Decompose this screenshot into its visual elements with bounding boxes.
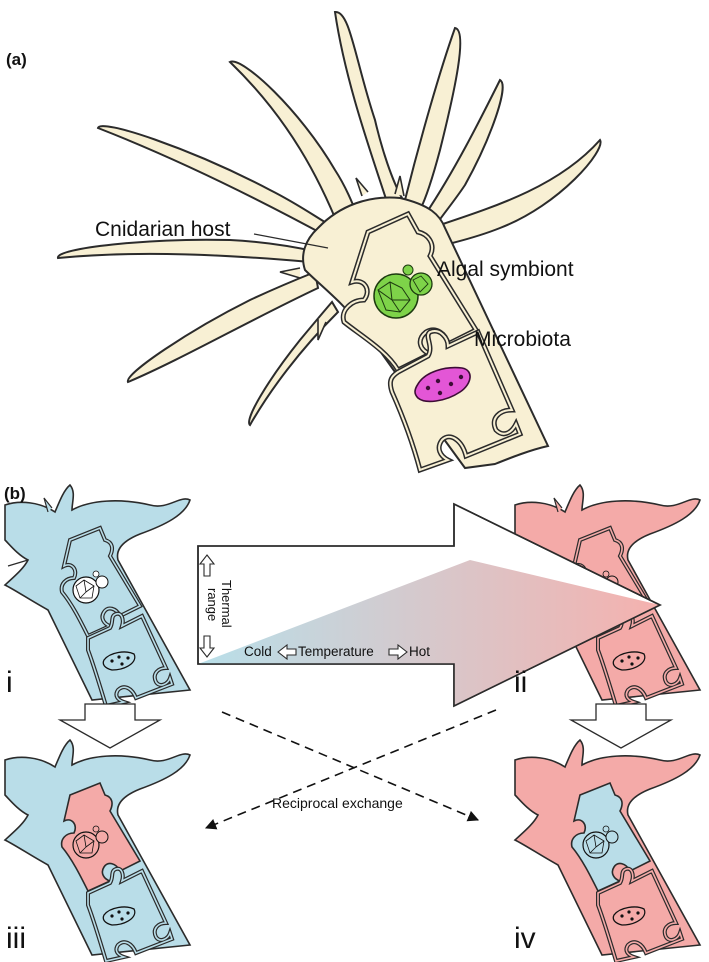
algal-cell-small bbox=[402, 264, 414, 276]
host-leader-line bbox=[253, 233, 329, 249]
thermal-range-label: Thermal range bbox=[205, 580, 234, 628]
down-arrow-i-to-iii-icon bbox=[57, 703, 163, 749]
algal-symbiont-label: Algal symbiont bbox=[437, 258, 574, 281]
anemone-i bbox=[3, 483, 192, 709]
temperature-label: Temperature bbox=[298, 644, 374, 659]
label-iii: iii bbox=[6, 922, 26, 955]
microbiota-label: Microbiota bbox=[474, 328, 571, 351]
cold-arrow-icon bbox=[277, 643, 297, 661]
anemone-iii bbox=[3, 738, 192, 962]
cold-label: Cold bbox=[244, 644, 272, 659]
hot-arrow-icon bbox=[388, 643, 408, 661]
exchange-arrow-to-iv bbox=[221, 711, 480, 822]
label-iv: iv bbox=[514, 922, 536, 955]
microbiota-puzzle-piece bbox=[387, 328, 524, 474]
panel-label-b: (b) bbox=[4, 484, 26, 503]
down-arrow-ii-to-iv-icon bbox=[568, 703, 674, 749]
thermal-label-line1: Thermal bbox=[219, 580, 234, 628]
label-i: i bbox=[6, 666, 13, 699]
microbe-cell bbox=[414, 366, 471, 403]
hot-label: Hot bbox=[409, 644, 431, 659]
panel-label-a: (a) bbox=[6, 50, 27, 69]
anemone-iv bbox=[513, 738, 702, 962]
temperature-arrow bbox=[197, 502, 662, 708]
label-ii: ii bbox=[514, 666, 528, 699]
thermal-up-arrow-icon bbox=[198, 554, 216, 577]
host-label: Cnidarian host bbox=[95, 218, 231, 241]
thermal-label-line2: range bbox=[205, 588, 220, 622]
thermal-down-arrow-icon bbox=[198, 635, 216, 658]
reciprocal-exchange-label: Reciprocal exchange bbox=[272, 795, 403, 811]
exchange-arrow-to-iii bbox=[204, 709, 497, 830]
